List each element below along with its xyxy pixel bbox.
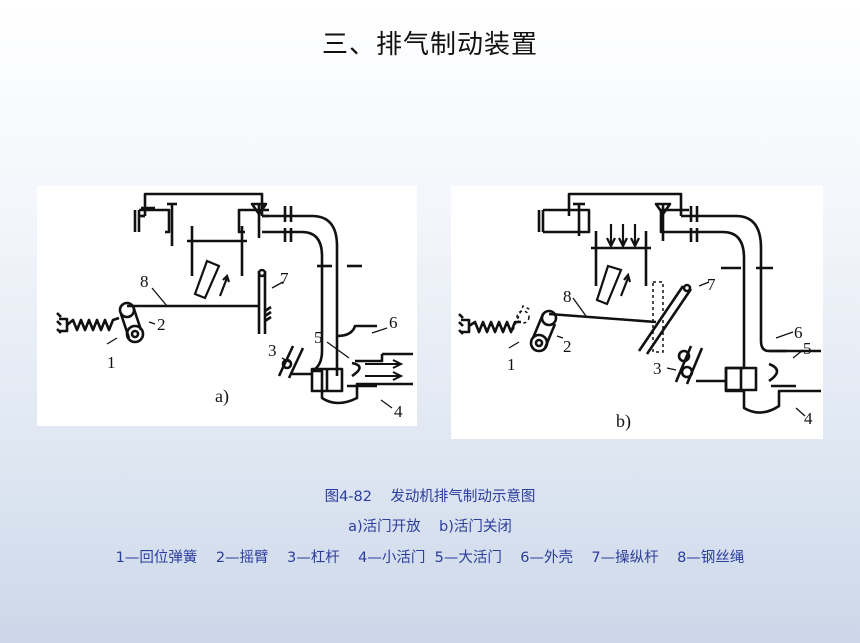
slide-title: 三、排气制动装置 <box>321 30 538 60</box>
figure-a-sublabel: a) <box>215 386 229 407</box>
label-8: 8 <box>563 287 572 306</box>
figure-caption-subfigures: a)活门开放 b)活门关闭 <box>348 519 512 535</box>
figure-b-valve-closed: 1 2 3 4 5 6 7 8 b) <box>451 186 823 439</box>
figure-b-diagram: 1 2 3 4 5 6 7 8 b) <box>458 192 821 432</box>
label-6: 6 <box>794 323 803 342</box>
label-2: 2 <box>157 315 166 334</box>
figure-a-diagram: 1 2 3 4 5 6 7 8 a) <box>56 192 413 421</box>
label-1: 1 <box>507 355 516 374</box>
label-6: 6 <box>389 313 398 332</box>
label-5: 5 <box>314 328 323 347</box>
label-2: 2 <box>563 337 572 356</box>
label-1: 1 <box>107 353 116 372</box>
label-7: 7 <box>707 275 716 294</box>
figure-caption-legend: 1—回位弹簧 2—摇臂 3—杠杆 4—小活门 5—大活门 6—外壳 7—操纵杆 … <box>115 550 745 566</box>
label-7: 7 <box>280 269 289 288</box>
label-4: 4 <box>804 409 813 428</box>
label-3: 3 <box>268 341 277 360</box>
label-8: 8 <box>140 272 149 291</box>
figure-a-valve-open: 1 2 3 4 5 6 7 8 a) <box>37 186 417 426</box>
label-3: 3 <box>653 359 662 378</box>
label-5: 5 <box>803 339 812 358</box>
figure-b-sublabel: b) <box>616 411 631 432</box>
label-4: 4 <box>394 402 403 421</box>
figure-caption-title: 图4-82 发动机排气制动示意图 <box>324 489 536 505</box>
